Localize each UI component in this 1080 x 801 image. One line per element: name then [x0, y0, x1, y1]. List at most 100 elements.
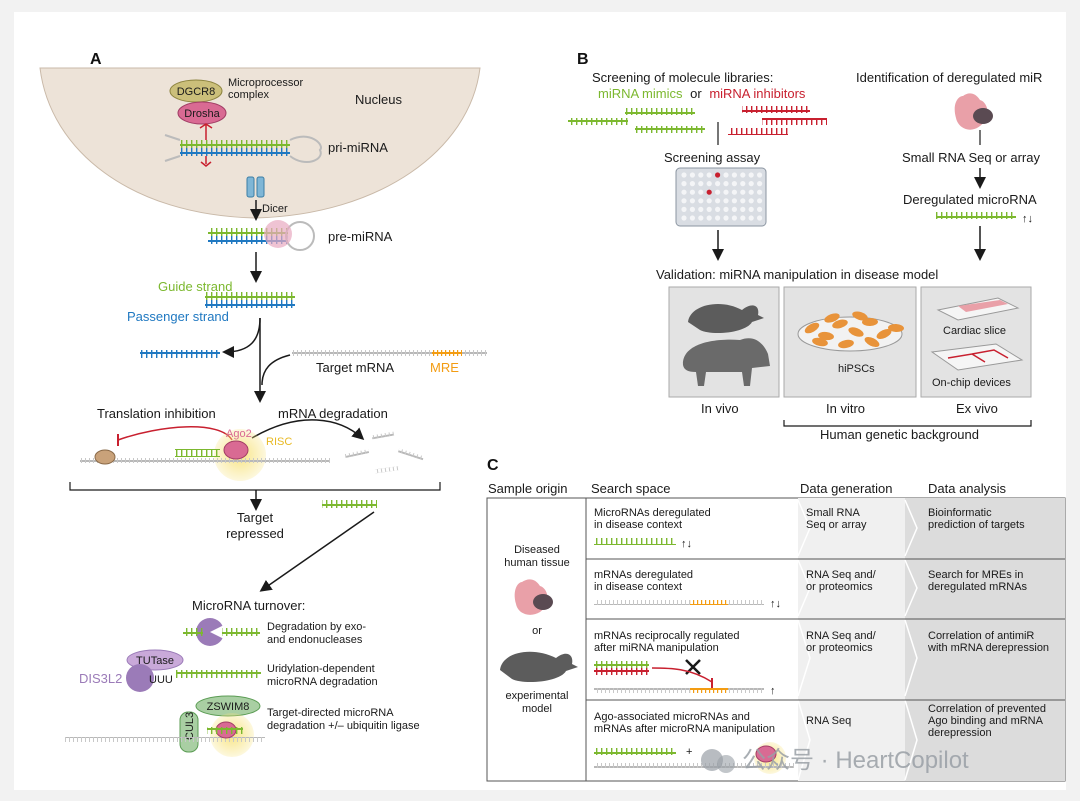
row4-search-2: mRNAs after microRNA manipulation — [594, 723, 775, 735]
well-plate-well — [748, 198, 754, 204]
well-plate-well — [681, 172, 687, 178]
row1-search-2: in disease context — [594, 519, 682, 531]
row1-analysis-1: Bioinformatic — [928, 507, 992, 519]
well-plate-well — [689, 206, 696, 212]
panel-a-label: A — [90, 51, 102, 68]
well-plate-well — [681, 189, 687, 195]
deregulated-microrna-label: Deregulated microRNA — [903, 192, 1037, 207]
well-plate-well — [723, 206, 729, 212]
well-plate-well — [740, 181, 746, 187]
well-plate-well — [748, 189, 754, 195]
validation-label: Validation: miRNA manipulation in diseas… — [656, 267, 938, 282]
well-plate-icon — [675, 167, 767, 227]
dis3l2-label: DIS3L2 — [79, 671, 122, 686]
arrow-target-join — [261, 354, 291, 386]
screening-subtitle: miRNA mimics or miRNA inhibitors — [598, 86, 806, 101]
panel-b: B Screening of molecule libraries: miRNA… — [568, 51, 1042, 442]
degraded-mrna-fragments — [344, 431, 424, 474]
turnover2-mirna — [176, 670, 261, 678]
hipsc-cell — [876, 329, 892, 339]
well-plate-well — [681, 215, 687, 221]
row3-search-1: mRNAs reciprocally regulated — [594, 630, 740, 642]
row4-mirna-icon — [594, 748, 676, 755]
row1-gen-1: Small RNA — [806, 507, 860, 519]
row2-mre-icon — [690, 600, 728, 605]
row2-analysis-2: deregulated mRNAs — [928, 581, 1028, 593]
header-search-space: Search space — [591, 481, 671, 496]
well-plate-well — [706, 181, 712, 187]
hipsc-cell — [818, 331, 834, 341]
well-plate-well — [689, 172, 696, 178]
in-vitro-label: In vitro — [826, 401, 865, 416]
sample-experimental-1: experimental — [506, 690, 569, 702]
hipsc-cells-icon — [804, 311, 904, 349]
turnover1-mirna-b — [222, 628, 260, 636]
tutase-label: TUTase — [136, 655, 174, 667]
hipsc-cell — [862, 317, 878, 327]
well-plate-well — [740, 189, 746, 195]
mre-segment — [432, 350, 462, 356]
pre-mirna-green — [208, 228, 288, 236]
row4-gen-1: RNA Seq — [806, 715, 851, 727]
row3-antimir-icon — [594, 668, 649, 675]
row3-mre-icon — [690, 688, 728, 693]
well-plate-well — [689, 181, 696, 187]
well-plate-well — [740, 198, 746, 204]
row2-analysis-1: Search for MREs in — [928, 569, 1023, 581]
well-plate-well — [681, 206, 687, 212]
well-plate-well — [748, 215, 754, 221]
ago2-protein — [223, 440, 249, 460]
microprocessor-label-2: complex — [228, 89, 269, 101]
turnover1-line2: and endonucleases — [267, 634, 363, 646]
row1-gen-2: Seq or array — [806, 519, 867, 531]
well-plate-well — [706, 189, 712, 195]
row2-updown-icon: ↑↓ — [770, 598, 781, 610]
target-repressed-1: Target — [237, 510, 274, 525]
duplex-passenger — [205, 300, 295, 308]
well-plate-well — [723, 215, 729, 221]
row2-search-2: in disease context — [594, 581, 682, 593]
row3-inhibition-arc — [651, 667, 713, 683]
up-down-arrows: ↑↓ — [1022, 213, 1033, 225]
mimics-label: miRNA mimics — [598, 86, 683, 101]
risc-bracket — [69, 482, 441, 491]
row4-analysis-2: Ago binding and mRNA — [928, 715, 1044, 727]
released-passenger — [140, 350, 220, 358]
turnover-title: MicroRNA turnover: — [192, 598, 305, 613]
mre-label: MRE — [430, 360, 459, 375]
target-mrna-label: Target mRNA — [316, 360, 394, 375]
pri-mirna-loop — [289, 135, 322, 164]
table-row: MicroRNAs deregulated in disease context… — [594, 507, 1025, 550]
well-plate-well — [706, 198, 712, 204]
well-plate-well — [715, 206, 721, 212]
well-plate-well — [698, 198, 704, 204]
well-plate-well — [723, 198, 729, 204]
row2-gen-2: or proteomics — [806, 581, 873, 593]
hipsc-cell — [848, 327, 864, 337]
turnover1-mirna-a — [183, 628, 203, 636]
row1-updown-icon: ↑↓ — [681, 538, 692, 550]
pri-mirna-blue-strand — [180, 148, 290, 156]
target-mrna-strand — [292, 350, 487, 356]
well-plate-well — [748, 181, 754, 187]
pri-mirna-flanks — [164, 134, 181, 162]
well-plate-well — [740, 172, 746, 178]
nuclear-pore-left — [246, 176, 255, 198]
recycled-mirna — [322, 500, 377, 508]
turnover3-line1: Target-directed microRNA — [267, 707, 394, 719]
drosha-protein — [177, 101, 227, 125]
hipsc-cell — [812, 337, 828, 347]
panel-b-label: B — [577, 51, 589, 68]
row1-search-1: MicroRNAs deregulated — [594, 507, 711, 519]
well-plate-well — [706, 215, 712, 221]
well-plate-well — [757, 172, 763, 178]
pri-mirna-label: pri-miRNA — [328, 140, 388, 155]
well-plate-well — [715, 198, 721, 204]
well-plate-well — [698, 172, 704, 178]
in-vitro-box: hiPSCs — [783, 286, 917, 398]
turnover2-line1: Uridylation-dependent — [267, 663, 375, 675]
row3-analysis-1: Correlation of antimiR — [928, 630, 1034, 642]
well-plate-well — [731, 181, 738, 187]
table-row: Ago-associated microRNAs and mRNAs after… — [594, 703, 1046, 774]
microprocessor-label-1: Microprocessor — [228, 77, 304, 89]
